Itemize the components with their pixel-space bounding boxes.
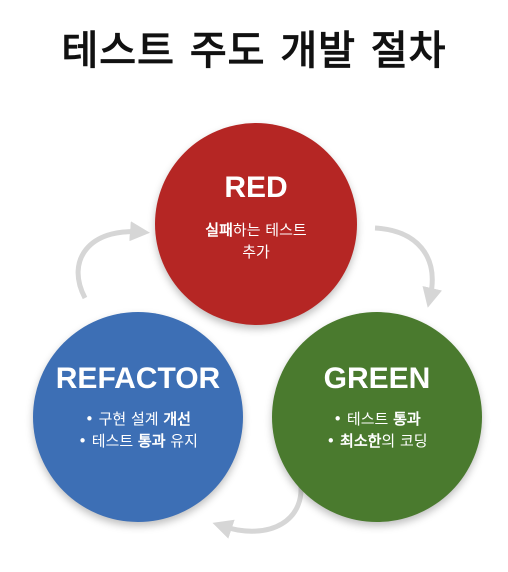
refactor-line1-pre: • 구현 설계 <box>85 410 164 428</box>
green-line2-pre: • <box>326 432 341 450</box>
refactor-line2-rest: 유지 <box>165 432 198 450</box>
green-line2-bold: 최소한 <box>340 432 382 450</box>
red-title: RED <box>224 171 288 204</box>
green-line1-pre: • 테스트 <box>333 410 394 428</box>
arrow-refactor-to-red <box>75 221 150 300</box>
refactor-description: • 구현 설계 개선 • 테스트 통과 유지 <box>33 408 243 452</box>
green-description: • 테스트 통과 • 최소한의 코딩 <box>272 408 482 452</box>
refactor-line2-pre: • 테스트 <box>78 432 138 450</box>
refactor-line2-bold: 통과 <box>137 432 166 450</box>
green-title: GREEN <box>323 362 431 395</box>
green-line2-rest: 의 코딩 <box>381 432 428 450</box>
red-circle: RED 실패하는 테스트 추가 <box>155 123 357 325</box>
red-desc-rest: 하는 테스트 <box>232 221 307 239</box>
refactor-title: REFACTOR <box>55 362 221 395</box>
red-description: 실패하는 테스트 추가 <box>155 219 357 263</box>
red-desc-line2: 추가 <box>242 243 270 261</box>
red-desc-bold: 실패 <box>205 221 233 239</box>
refactor-line1-bold: 개선 <box>163 410 191 428</box>
diagram-title: 테스트 주도 개발 절차 <box>61 28 447 74</box>
arrow-red-to-green <box>374 225 443 308</box>
green-line1-bold: 통과 <box>393 410 421 428</box>
green-circle: GREEN • 테스트 통과 • 최소한의 코딩 <box>272 312 482 522</box>
arrow-green-to-refactor <box>212 477 304 539</box>
refactor-circle: REFACTOR • 구현 설계 개선 • 테스트 통과 유지 <box>33 312 243 522</box>
